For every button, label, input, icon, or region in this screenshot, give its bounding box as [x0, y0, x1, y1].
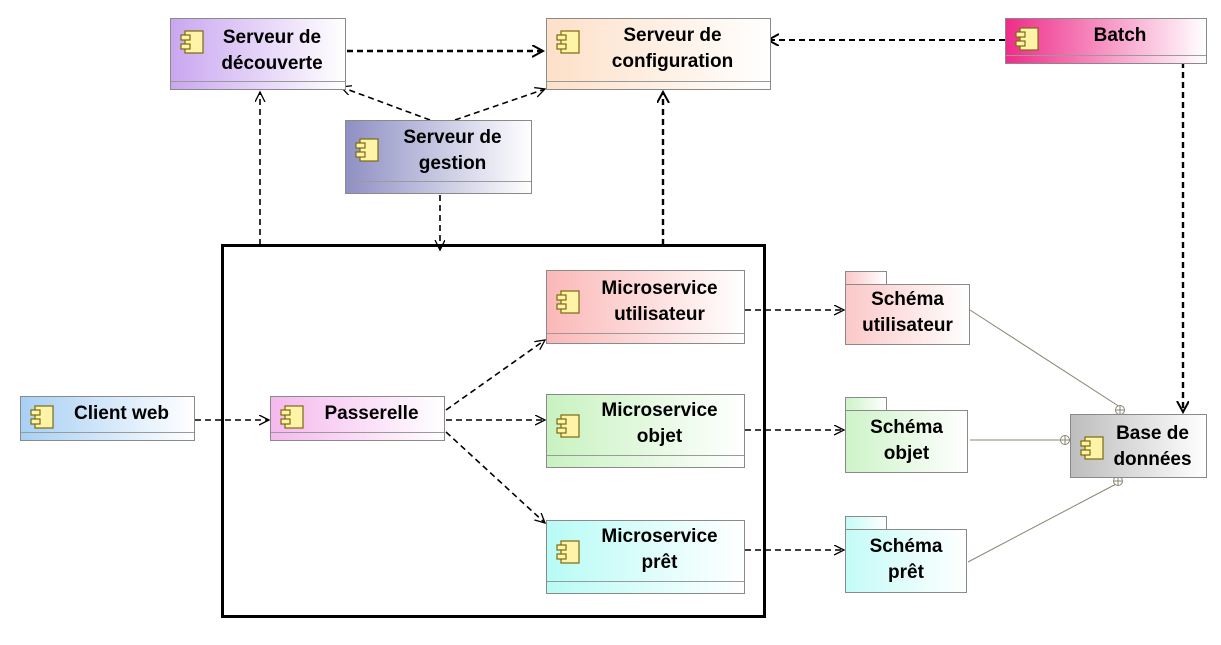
- arrow-passerelle-to-ms-utilisateur: [445, 340, 545, 411]
- component-passerelle[interactable]: Passerelle: [270, 396, 445, 441]
- link-schema-utilisateur-to-base: [969, 309, 1121, 408]
- component-label-line1: Base de: [1116, 423, 1189, 444]
- component-icon: [1014, 26, 1040, 52]
- microservices-boundary: [221, 244, 766, 618]
- component-base-de-donnees[interactable]: Base de données: [1070, 414, 1207, 478]
- schema-pret[interactable]: Schéma prêt: [845, 516, 967, 593]
- schema-label-line2: prêt: [888, 562, 924, 583]
- schema-objet[interactable]: Schéma objet: [845, 397, 968, 473]
- component-label-line1: Passerelle: [324, 403, 419, 424]
- component-label-line1: Serveur de: [222, 27, 322, 48]
- component-label-line1: Client web: [73, 403, 169, 424]
- component-label-line2: découverte: [221, 53, 323, 74]
- component-icon: [1079, 435, 1105, 461]
- containment-circle-objet: [1060, 435, 1070, 445]
- component-icon: [354, 137, 380, 163]
- component-microservice-utilisateur[interactable]: Microservice utilisateur: [546, 270, 745, 344]
- component-serveur-gestion[interactable]: Serveur de gestion: [345, 120, 532, 194]
- schema-label-line1: Schéma: [869, 536, 943, 557]
- component-icon: [555, 289, 581, 315]
- component-serveur-decouverte[interactable]: Serveur de découverte: [170, 18, 346, 90]
- component-label-line1: Microservice: [601, 400, 718, 421]
- component-icon: [555, 413, 581, 439]
- component-label-line2: prêt: [641, 552, 678, 573]
- arrow-passerelle-to-ms-pret: [445, 431, 545, 523]
- schema-utilisateur[interactable]: Schéma utilisateur: [845, 271, 970, 345]
- component-icon: [555, 29, 581, 55]
- component-batch[interactable]: Batch: [1005, 18, 1207, 64]
- schema-label-line2: objet: [883, 443, 930, 464]
- component-label-line1: Serveur de: [403, 127, 502, 148]
- component-client-web[interactable]: Client web: [20, 396, 195, 441]
- component-label-line1: Microservice: [601, 278, 718, 299]
- component-microservice-objet[interactable]: Microservice objet: [546, 394, 745, 468]
- schema-label-line1: Schéma: [870, 417, 943, 438]
- component-icon: [29, 404, 55, 430]
- component-label-line2: configuration: [611, 51, 734, 72]
- component-label-line2: gestion: [418, 153, 487, 174]
- component-icon: [279, 404, 305, 430]
- component-icon: [555, 539, 581, 565]
- component-label-line2: objet: [636, 426, 683, 447]
- schema-label-line1: Schéma: [871, 289, 944, 310]
- link-schema-pret-to-base: [967, 482, 1119, 563]
- containment-circle-pret: [1113, 476, 1123, 486]
- arrow-gestion-to-configuration: [454, 89, 545, 121]
- component-serveur-configuration[interactable]: Serveur de configuration: [546, 18, 771, 90]
- arrow-gestion-to-decouverte: [341, 87, 431, 121]
- component-microservice-pret[interactable]: Microservice prêt: [546, 520, 745, 594]
- component-label-line2: utilisateur: [614, 304, 705, 325]
- schema-label-line2: utilisateur: [862, 315, 953, 336]
- component-icon: [179, 29, 205, 55]
- component-label-line2: données: [1113, 449, 1192, 470]
- component-label-line1: Microservice: [601, 526, 718, 547]
- component-label-line1: Serveur de: [623, 25, 722, 46]
- component-label-line1: Batch: [1093, 25, 1147, 46]
